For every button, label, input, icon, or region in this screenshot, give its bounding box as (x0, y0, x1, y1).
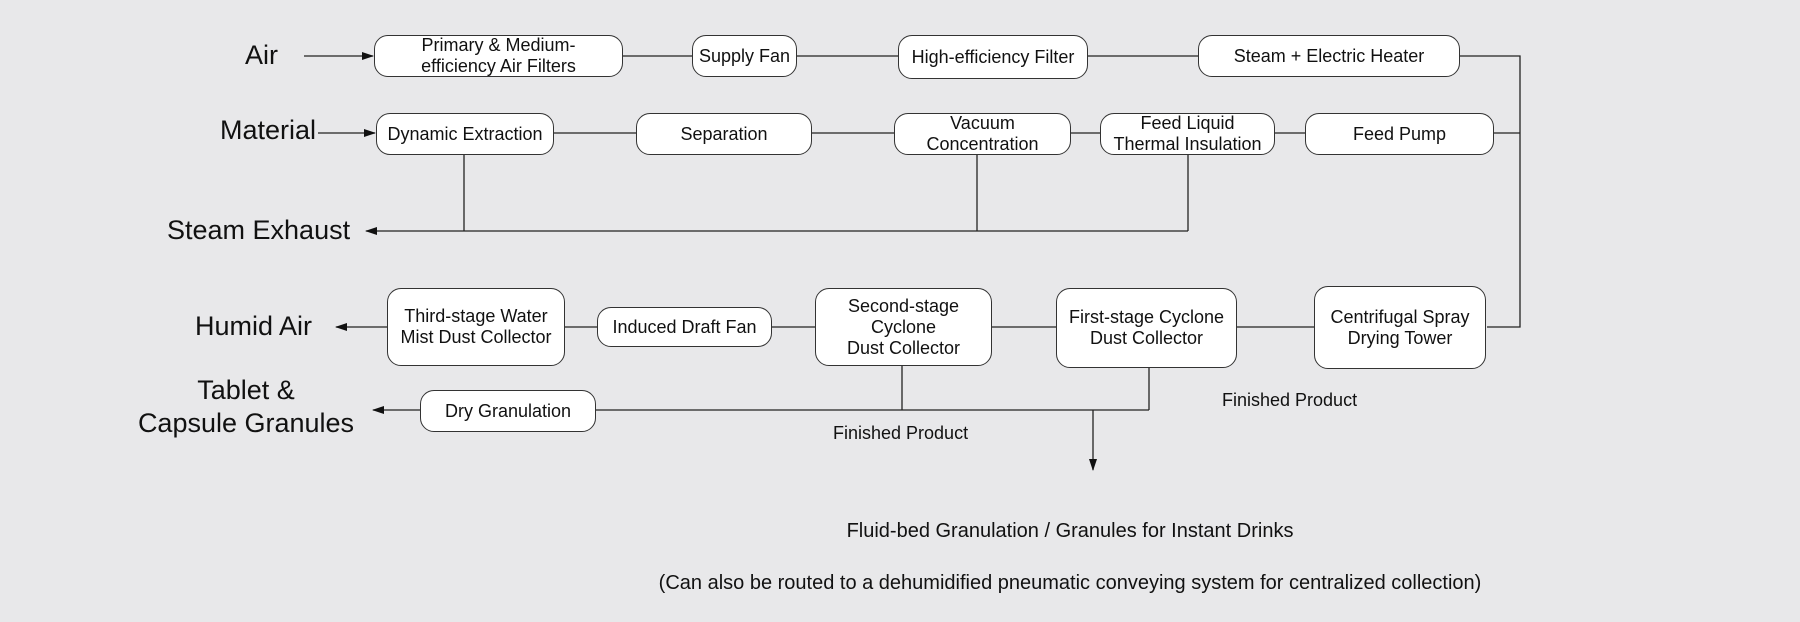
box-feed-liquid-insulation: Feed Liquid Thermal Insulation (1100, 113, 1275, 155)
box-supply-fan: Supply Fan (692, 35, 797, 77)
box-third-stage-water-mist: Third-stage Water Mist Dust Collector (387, 288, 565, 366)
box-dry-granulation: Dry Granulation (420, 390, 596, 432)
label-air: Air (245, 40, 278, 70)
label-finished-product-2: Finished Product (833, 423, 969, 443)
box-first-stage-cyclone: First-stage Cyclone Dust Collector (1056, 288, 1237, 368)
box-vacuum-concentration: Vacuum Concentration (894, 113, 1071, 155)
box-feed-pump: Feed Pump (1305, 113, 1494, 155)
fluid-bed-note: Fluid-bed Granulation / Granules for Ins… (560, 492, 1580, 622)
label-material: Material (220, 115, 317, 145)
process-flow-diagram: Air Material Steam Exhaust Humid Air Tab… (137, 35, 1521, 594)
label-finished-product-1: Finished Product (1222, 390, 1358, 410)
box-separation: Separation (636, 113, 812, 155)
box-induced-draft-fan: Induced Draft Fan (597, 307, 772, 347)
label-steam-exhaust: Steam Exhaust (167, 215, 351, 245)
box-primary-medium-filters: Primary & Medium- efficiency Air Filters (374, 35, 623, 77)
label-humid-air: Humid Air (195, 311, 313, 341)
box-high-efficiency-filter: High-efficiency Filter (898, 35, 1088, 79)
box-centrifugal-spray-tower: Centrifugal Spray Drying Tower (1314, 286, 1486, 369)
connector-lines (304, 52, 1521, 471)
fluid-bed-note-line2: (Can also be routed to a dehumidified pn… (658, 572, 1482, 594)
line-heater-to-tower (1460, 55, 1521, 328)
box-steam-electric-heater: Steam + Electric Heater (1198, 35, 1460, 77)
box-dynamic-extraction: Dynamic Extraction (376, 113, 554, 155)
label-tablet-capsule-granules: Tablet & Capsule Granules (137, 375, 355, 438)
box-second-stage-cyclone: Second-stage Cyclone Dust Collector (815, 288, 992, 366)
fluid-bed-note-line1: Fluid-bed Granulation / Granules for Ins… (846, 520, 1294, 542)
